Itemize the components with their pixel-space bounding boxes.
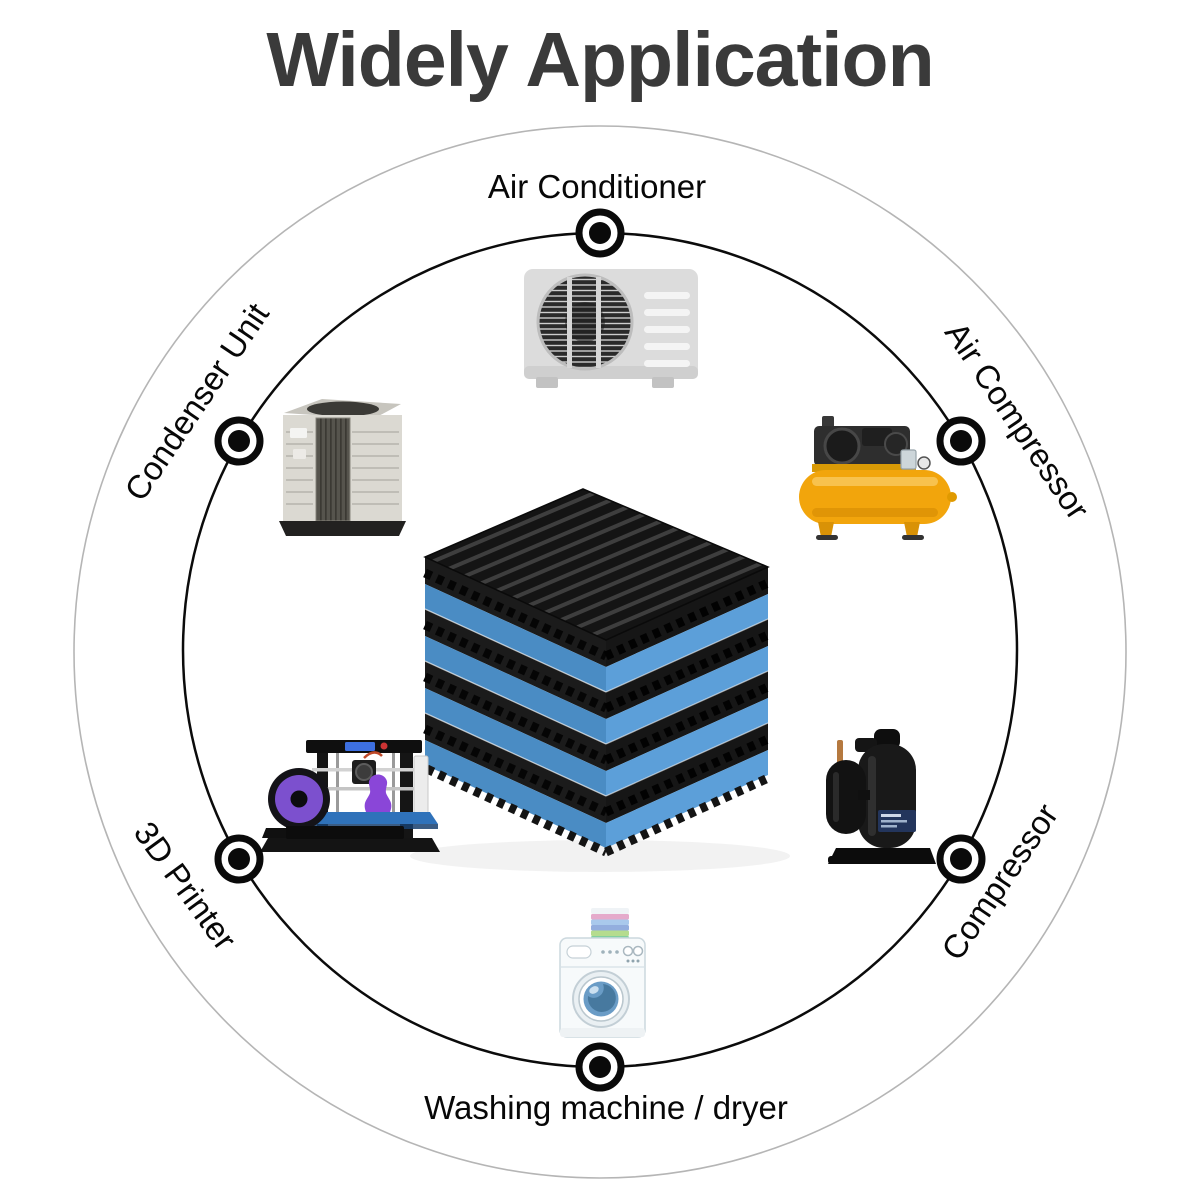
node-marker-compressor: [936, 834, 986, 884]
outer-ring: [73, 125, 1127, 1179]
node-marker-condenser-unit: [214, 416, 264, 466]
compressor-image: [826, 729, 936, 864]
node-marker-air-conditioner: [575, 208, 625, 258]
node-marker-3d-printer: [214, 834, 264, 884]
node-marker-washing-machine: [575, 1042, 625, 1092]
node-markers: [214, 208, 986, 1092]
print-bed-icon: [314, 812, 438, 824]
air-conditioner-image: [524, 269, 698, 388]
air-compressor-image: [799, 416, 957, 540]
condenser-unit-image: [279, 399, 406, 536]
washing-machine-image: [559, 908, 646, 1038]
printer-lcd-icon: [345, 742, 375, 751]
anti-vibration-pad-stack-image: [410, 488, 790, 872]
node-label-air-conditioner: Air Conditioner: [487, 168, 707, 205]
printed-object-icon: [364, 774, 392, 812]
node-marker-air-compressor: [936, 416, 986, 466]
node-label-washing-machine: Washing machine / dryer: [424, 1089, 788, 1126]
page-title: Widely Application: [266, 17, 934, 103]
printer-3d-image: [260, 740, 440, 852]
